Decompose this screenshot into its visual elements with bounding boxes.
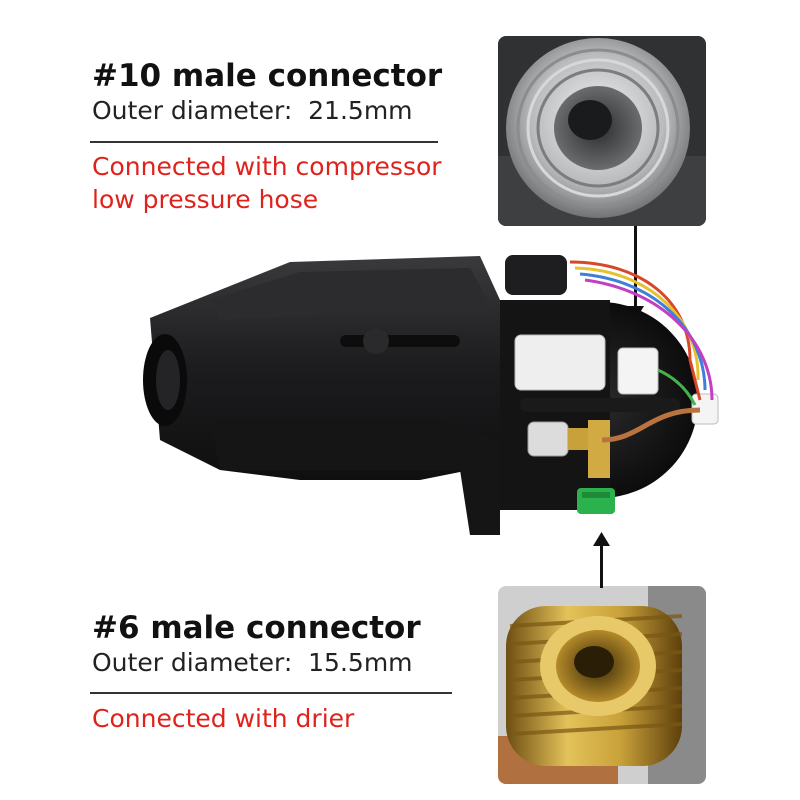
bottom-diameter-label: Outer diameter:: [92, 648, 293, 678]
top-note-line2: low pressure hose: [92, 185, 319, 215]
top-connector-diameter: Outer diameter: 21.5mm: [92, 95, 442, 128]
bottom-connector-info: #6 male connector Outer diameter: 15.5mm: [92, 610, 421, 680]
top-note-line1: Connected with compressor: [92, 152, 442, 181]
top-connector-note: Connected with compressor low pressure h…: [92, 150, 442, 217]
bottom-pointer-arrowhead: [593, 532, 610, 546]
top-divider: [90, 141, 438, 143]
top-connector-photo: [498, 36, 706, 226]
top-diameter-label: Outer diameter:: [92, 96, 293, 126]
bottom-pointer-line: [600, 542, 603, 588]
bottom-connector-photo: [498, 586, 706, 784]
top-connector-title: #10 male connector: [92, 58, 443, 94]
top-pointer-line: [634, 226, 637, 312]
bottom-connector-diameter: Outer diameter: 15.5mm: [92, 647, 421, 680]
bottom-diameter-value: 15.5mm: [308, 648, 413, 678]
bottom-note-line1: Connected with drier: [92, 704, 355, 733]
top-connector-info: #10 male connector Outer diameter: 21.5m…: [92, 58, 442, 128]
top-diameter-value: 21.5mm: [308, 96, 413, 126]
bottom-connector-title: #6 male connector: [92, 610, 421, 646]
bottom-connector-note: Connected with drier: [92, 702, 354, 735]
bottom-divider: [90, 692, 452, 694]
